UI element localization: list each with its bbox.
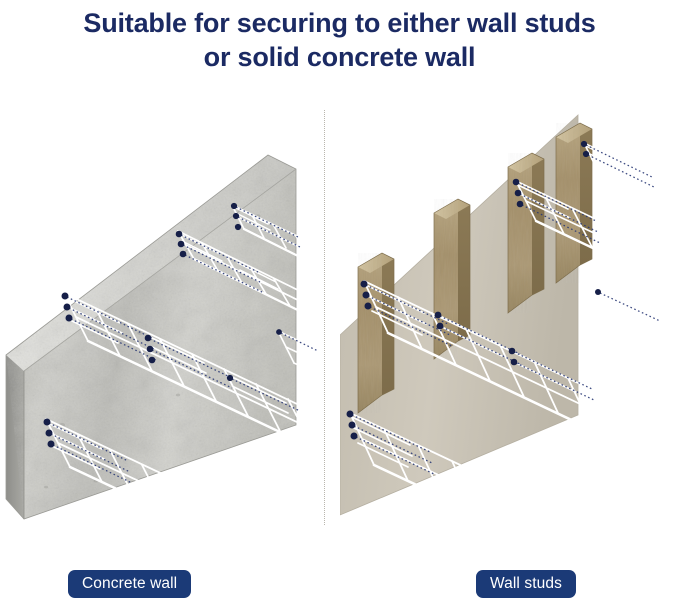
wall-stud (433, 198, 471, 360)
shelf-unit (583, 142, 679, 215)
caption-badge-concrete-wall: Concrete wall (68, 570, 192, 598)
shelf-unit (45, 418, 208, 533)
concrete-slab (5, 154, 297, 520)
wall-studs-illustration (340, 95, 679, 540)
page-title-line-1: Suitable for securing to either wall stu… (83, 8, 596, 38)
concrete-wall-illustration (0, 95, 320, 540)
shelf-unit (63, 292, 320, 453)
shelf-unit (597, 290, 679, 356)
wall-anchor-dot (43, 202, 282, 448)
panel-divider (324, 110, 325, 525)
shelf-unit (515, 180, 679, 291)
concrete-wall-svg (5, 154, 320, 533)
wall-stud (555, 122, 593, 284)
screw-guide-lines (351, 144, 661, 475)
stud-screw-dot (346, 140, 601, 440)
shelf-unit (363, 280, 679, 473)
wall-stud (357, 252, 395, 414)
shelf-unit (277, 330, 320, 376)
wire-shelving-assembly (45, 204, 320, 533)
wire-shelving-assembly (349, 142, 679, 529)
page-title: Suitable for securing to either wall stu… (0, 0, 679, 74)
wall-anchor-group (43, 202, 319, 484)
stud-screw-group (346, 140, 661, 475)
illustration-stage (0, 95, 679, 540)
wall-studs-svg (340, 114, 679, 529)
shelf-unit (349, 412, 508, 529)
wall-stud (507, 152, 545, 314)
caption-badge-wall-studs: Wall studs (476, 570, 576, 598)
screw-guide-lines (48, 206, 319, 484)
page-title-line-2: or solid concrete wall (203, 42, 476, 72)
